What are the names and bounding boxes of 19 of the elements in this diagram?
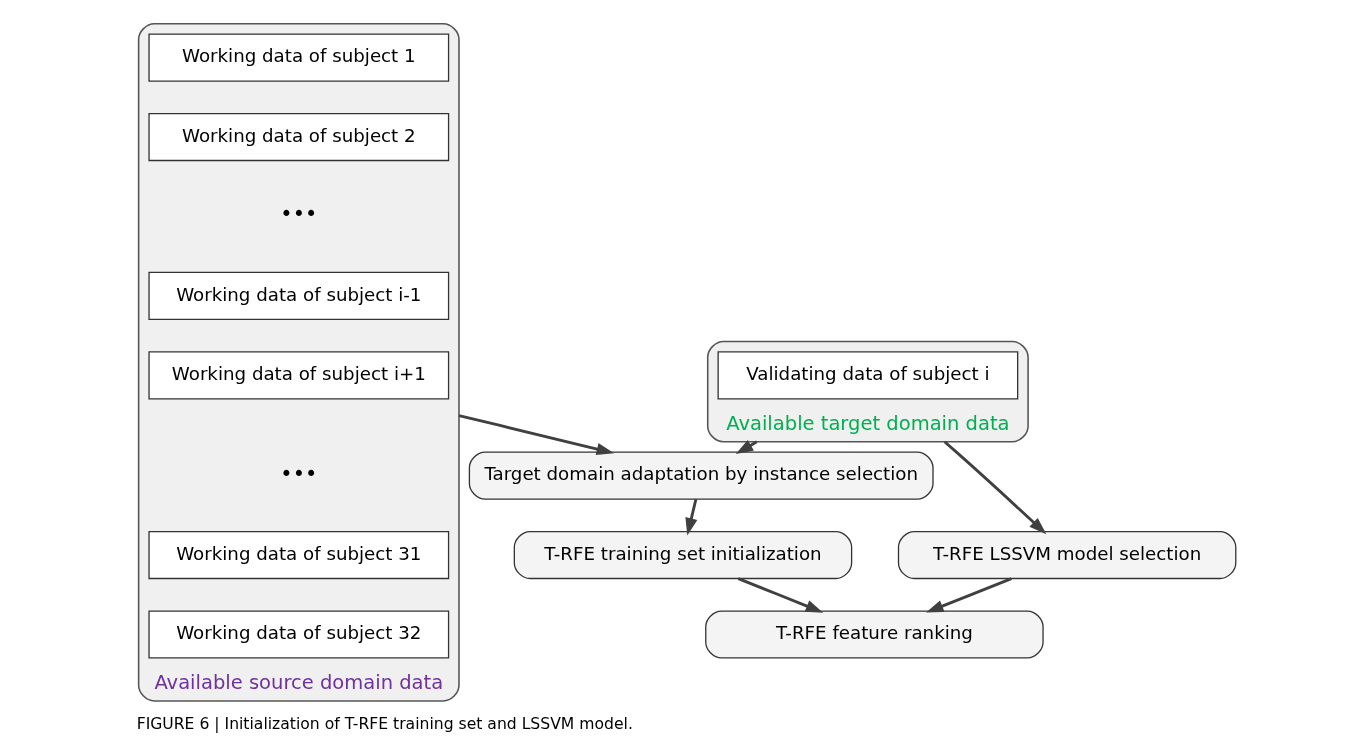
arrow — [737, 577, 823, 613]
caption: FIGURE 6 | Initialization of T-RFE training set and LSSVM model. — [136, 715, 633, 734]
node-box: Working data of subject 31 — [147, 530, 449, 580]
node-box: Validating data of subject i — [717, 351, 1018, 400]
node-box: Working data of subject i-1 — [147, 271, 449, 320]
node-box: Working data of subject i+1 — [147, 351, 449, 400]
arrow — [925, 577, 1012, 613]
arrow — [458, 414, 614, 455]
label: ••• — [279, 202, 317, 227]
node-box: Target domain adaptation by instance selection — [468, 451, 934, 500]
node-box: Working data of subject 32 — [147, 610, 449, 659]
node-box: T-RFE LSSVM model selection — [897, 530, 1236, 580]
node-box: T-RFE feature ranking — [704, 610, 1044, 659]
arrow — [943, 440, 1046, 535]
node-box: Working data of subject 2 — [147, 112, 449, 162]
node-box: Working data of subject 1 — [147, 33, 449, 82]
label: ••• — [279, 461, 317, 486]
arrow — [684, 498, 697, 536]
node-box: T-RFE training set initialization — [513, 530, 852, 580]
